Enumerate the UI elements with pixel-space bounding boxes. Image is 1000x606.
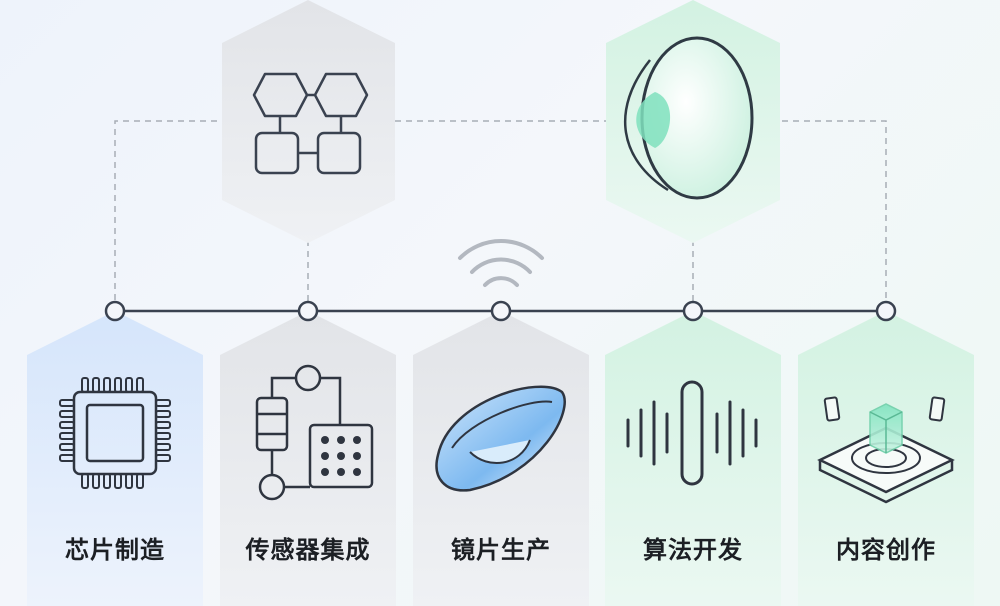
card-label-content-creation: 内容创作 (836, 536, 936, 564)
card-bg-sensor-integration (220, 311, 396, 606)
timeline-node (875, 300, 897, 322)
timeline-node (490, 300, 512, 322)
eye-lens-icon (623, 36, 754, 200)
chip-icon (59, 377, 171, 489)
card-label-lens-production: 镜片生产 (451, 536, 551, 564)
timeline-node (682, 300, 704, 322)
top-node-hexagon-left (222, 0, 395, 243)
card-bg-chip-making (27, 311, 203, 606)
sensor-circuit-icon (255, 364, 374, 501)
timeline-node (104, 300, 126, 322)
lens-icon (435, 385, 566, 492)
dashed-connectors (114, 120, 887, 311)
card-bg-algorithm-development (605, 311, 781, 606)
wireless-signal-icon (458, 239, 544, 287)
timeline-node (297, 300, 319, 322)
waveform-icon (626, 380, 758, 486)
card-label-chip-making: 芯片制造 (65, 536, 165, 564)
hexagon-network-icon (252, 72, 369, 175)
hologram-platform-icon (817, 396, 955, 504)
card-label-algorithm-development: 算法开发 (643, 536, 743, 564)
timeline-nodes (104, 300, 897, 322)
card-label-sensor-integration: 传感器集成 (245, 536, 371, 564)
